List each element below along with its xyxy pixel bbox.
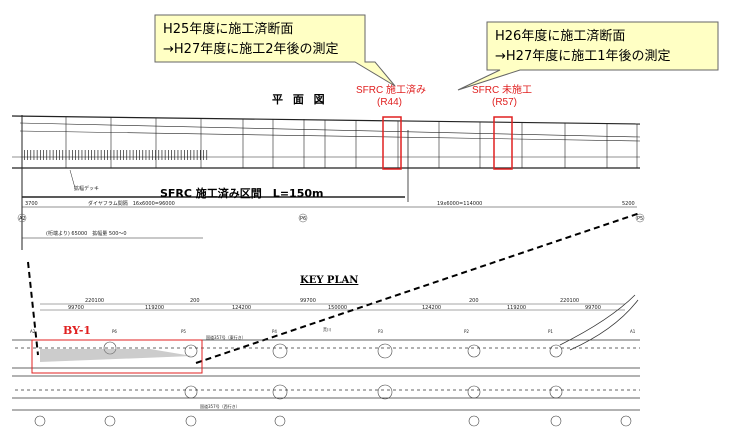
callout-2-years: H25年度に施工済断面 →H27年度に施工2年後の測定 (154, 14, 396, 87)
pier-p4: P4 (272, 329, 277, 334)
pier-p5: P5 (181, 329, 186, 334)
callout-line-1: H26年度に施工済断面 (495, 28, 625, 44)
plan-view: 平 面 図 SFRC 施工済み (R44) SFRC 未施工 (R57) 拡幅デ… (11, 83, 645, 250)
plan-title: 平 面 図 (272, 92, 328, 106)
callout-line-1: H25年度に施工済断面 (163, 21, 293, 37)
marker-label-r44: SFRC 施工済み (356, 83, 426, 96)
river-label: 荒川 (323, 326, 331, 332)
deck-label: 拡幅デッキ (74, 185, 99, 192)
dim-left: 3700 (25, 201, 38, 207)
dim-top: 200 (469, 298, 479, 304)
section-label: SFRC 施工済み区間 L=150m (160, 186, 323, 200)
pier-p2: P2 (464, 329, 469, 334)
marker-label-r57: SFRC 未施工 (472, 83, 532, 96)
widening-label: (桁端より) 65000 拡幅量 500〜0 (46, 230, 127, 237)
dim-mid: 119200 (145, 305, 164, 311)
dim-top: 99700 (300, 298, 316, 304)
pier-p1: P1 (548, 329, 553, 334)
dim-diaphragm: ダイヤフラム間隔 16x6000=96000 (88, 200, 175, 207)
marker-id-r57: (R57) (492, 97, 517, 108)
leader-right (195, 212, 641, 364)
pier-p5: P5 (637, 216, 643, 222)
pier-a2: A2 (19, 216, 26, 222)
by1-label: BY-1 (63, 324, 91, 337)
dim-end: 5200 (622, 201, 635, 207)
callout-bubble (457, 21, 719, 91)
dim-top: 220100 (560, 298, 579, 304)
dim-mid: 124200 (422, 305, 441, 311)
road-west: 国道357号（西行き） (200, 403, 240, 409)
callout-line-2: →H27年度に施工2年後の測定 (163, 41, 338, 57)
pier-p6: P6 (112, 329, 117, 334)
marker-id-r44: (R44) (377, 97, 402, 108)
marker-box-r57 (493, 116, 513, 170)
callout-bubble (154, 14, 396, 87)
dim-mid: 99700 (68, 305, 84, 311)
marker-box-r44 (382, 116, 402, 170)
keyplan-title: KEY PLAN (300, 275, 358, 286)
widened-section-hatch (40, 349, 192, 362)
dim-mid: 119200 (507, 305, 526, 311)
dim-mid: 150000 (328, 305, 347, 311)
dim-right: 19x6000=114000 (437, 201, 482, 207)
callout-line-2: →H27年度に施工1年後の測定 (495, 48, 670, 64)
callout-1-year: H26年度に施工済断面 →H27年度に施工1年後の測定 (457, 21, 719, 91)
road-east: 国道357号（東行き） (206, 334, 246, 340)
pier-p6: P6 (300, 216, 306, 222)
dim-mid: 124200 (232, 305, 251, 311)
pier-a1: A1 (630, 329, 636, 334)
dim-top: 220100 (85, 298, 104, 304)
dim-top: 200 (190, 298, 200, 304)
key-plan: KEY PLAN 220100 200 99700 200 220100 997… (12, 275, 640, 427)
pier-a2: A2 (30, 329, 36, 334)
leader-left (27, 261, 39, 356)
dim-mid: 99700 (585, 305, 601, 311)
pier-p3: P3 (378, 329, 383, 334)
by1-box (31, 339, 203, 374)
